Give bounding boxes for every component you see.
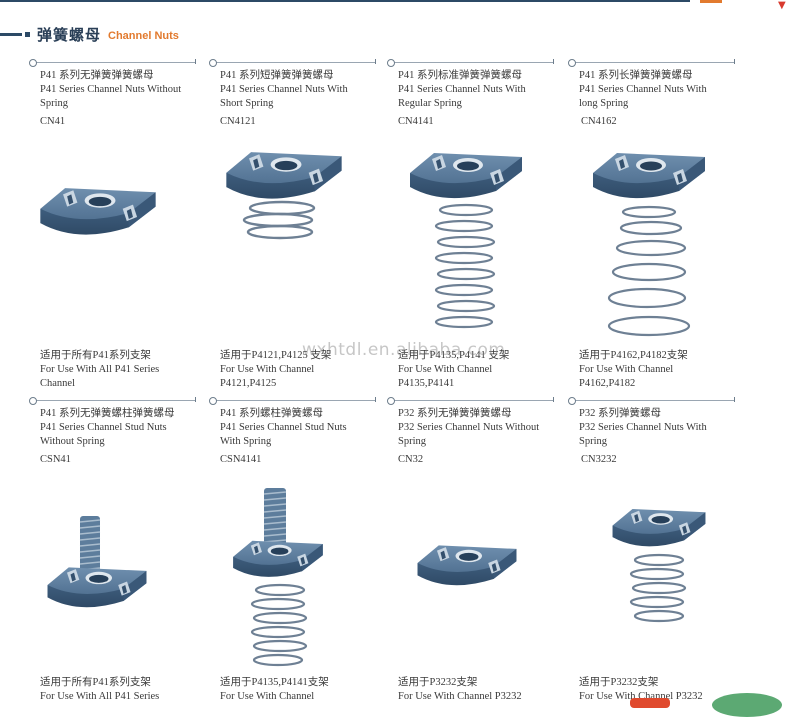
- channel-nut-image: [36, 182, 160, 254]
- section-title-en: Channel Nuts: [108, 29, 179, 42]
- item-divider: [387, 59, 554, 67]
- product-code: CN4162: [581, 116, 617, 127]
- product-code: CN4141: [398, 116, 434, 127]
- channel-nut-short-spring-image: [226, 152, 342, 240]
- product-code: CN41: [40, 116, 66, 127]
- section-header: 弹簧螺母 Channel Nuts: [0, 22, 179, 46]
- product-code: CN32: [398, 454, 424, 465]
- item-divider: [209, 59, 376, 67]
- watermark: wxhtdl.en.alibaba.com: [302, 340, 506, 360]
- channel-stud-nut-spring-image: [233, 488, 323, 667]
- header-bar: [0, 32, 22, 36]
- corner-accent: [700, 0, 722, 3]
- bottom-badge-green: [712, 693, 782, 717]
- section-title-cn: 弹簧螺母: [37, 25, 102, 44]
- product-code: CN4121: [220, 116, 256, 127]
- top-rule: [0, 0, 690, 2]
- product-code: CSN41: [40, 454, 71, 465]
- channel-stud-nut-image: [47, 516, 147, 608]
- corner-mark-icon: ▼: [778, 0, 786, 11]
- item-divider: [568, 397, 735, 405]
- channel-nut-p32-spring-image: [612, 508, 706, 623]
- item-divider: [209, 397, 376, 405]
- item-divider: [29, 59, 196, 67]
- item-divider: [387, 397, 554, 405]
- channel-nut-long-spring-image: [593, 153, 705, 337]
- product-code: CSN4141: [220, 454, 262, 465]
- channel-nut-p32-image: [414, 540, 520, 602]
- product-code: CN3232: [581, 454, 617, 465]
- bottom-badge-red: [630, 698, 670, 708]
- channel-nut-regular-spring-image: [410, 153, 522, 329]
- item-divider: [29, 397, 196, 405]
- item-divider: [568, 59, 735, 67]
- header-square-icon: [25, 31, 30, 37]
